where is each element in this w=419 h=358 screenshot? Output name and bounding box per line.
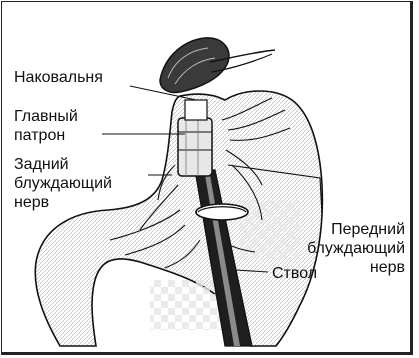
label-anterior-vagus-line3: нерв <box>370 258 405 277</box>
label-posterior-vagus-line1: Задний <box>14 155 69 174</box>
label-main-cartridge-line2: патрон <box>14 126 65 145</box>
label-posterior-vagus-line2: блуждающий <box>14 174 112 193</box>
label-main-cartridge-line1: Главный <box>14 107 78 126</box>
label-posterior-vagus-line3: нерв <box>14 193 49 212</box>
label-anvil: Наковальня <box>14 68 103 87</box>
ring-clamp <box>196 204 248 220</box>
esophagus-anvil <box>160 38 275 93</box>
label-anterior-vagus-line2: блуждающий <box>307 239 405 258</box>
label-shaft: Ствол <box>272 264 317 283</box>
label-anterior-vagus-line1: Передний <box>331 220 405 239</box>
